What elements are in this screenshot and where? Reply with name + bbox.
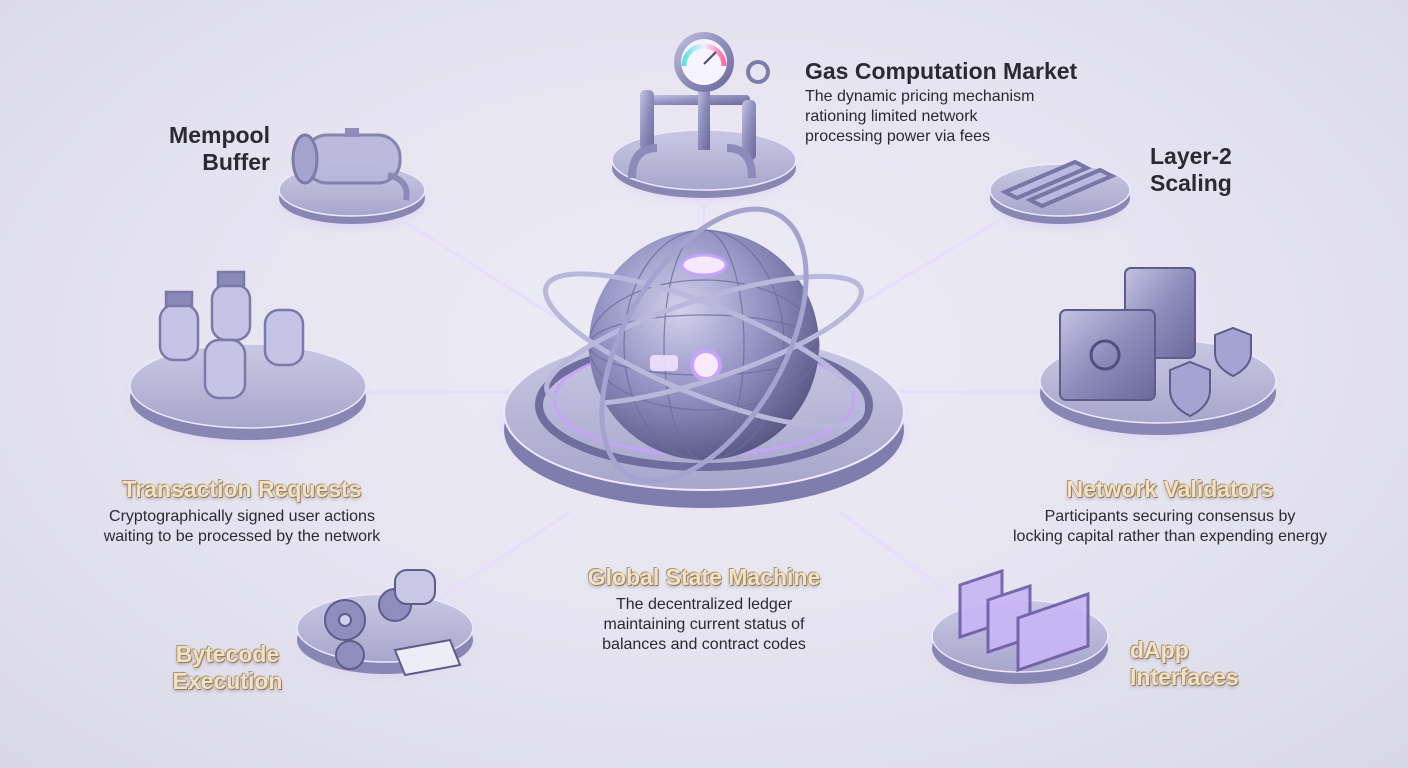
dapp-label: dApp Interfaces	[1130, 637, 1239, 691]
mempool-title-line: Mempool	[169, 122, 270, 148]
validators-label: Network Validators Participants securing…	[990, 476, 1350, 547]
validators-title: Network Validators	[1066, 476, 1274, 502]
gas-description-line: processing power via fees	[805, 128, 990, 145]
gas-label: Gas Computation Market The dynamic prici…	[805, 58, 1077, 147]
connector-layer2	[849, 218, 1001, 312]
layer2-title-line: Layer-2	[1150, 143, 1232, 169]
globe-icon	[588, 229, 820, 461]
dapp-title-line: Interfaces	[1130, 664, 1239, 690]
connector-mempool	[404, 220, 561, 322]
global-state-description: The decentralized ledger maintaining cur…	[554, 595, 854, 655]
transactions-description-line: Cryptographically signed user actions	[109, 508, 375, 525]
bytecode-label: Bytecode Execution	[160, 641, 295, 695]
global-state-description-line: maintaining current status of	[603, 616, 805, 633]
layer2-label: Layer-2 Scaling	[1150, 143, 1232, 197]
gas-description-line: rationing limited network	[805, 108, 978, 125]
bytecode-title-line: Bytecode	[175, 641, 280, 667]
connector-bytecode	[439, 510, 571, 600]
gears-icon	[324, 569, 462, 677]
gauge-icon	[628, 32, 770, 179]
gas-description: The dynamic pricing mechanism rationing …	[805, 87, 1077, 147]
transactions-label: Transaction Requests Cryptographically s…	[62, 476, 422, 547]
mempool-title-line: Buffer	[202, 149, 270, 175]
shield-icon	[1169, 326, 1252, 418]
gas-description-line: The dynamic pricing mechanism	[805, 88, 1035, 105]
orbit-rings	[542, 206, 866, 484]
validators-description-line: Participants securing consensus by	[1044, 508, 1296, 525]
global-state-description-line: balances and contract codes	[602, 636, 806, 653]
dapp-title-line: dApp	[1130, 637, 1189, 663]
transactions-platform	[126, 343, 370, 445]
bytecode-title-line: Execution	[172, 668, 283, 694]
transactions-description-line: waiting to be processed by the network	[103, 528, 381, 545]
global-state-title: Global State Machine	[587, 564, 821, 590]
layer2-title-line: Scaling	[1150, 170, 1232, 196]
validators-description-line: locking capital rather than expending en…	[1013, 528, 1327, 545]
tank-icon	[291, 128, 410, 201]
validators-description: Participants securing consensus by locki…	[990, 507, 1350, 547]
rails-icon	[1000, 159, 1117, 209]
transactions-title: Transaction Requests	[122, 476, 362, 502]
transactions-description: Cryptographically signed user actions wa…	[62, 507, 422, 547]
gas-title: Gas Computation Market	[805, 58, 1078, 84]
vault-icon	[1059, 267, 1196, 401]
connector-dapp	[839, 510, 956, 600]
jars-icon	[158, 270, 305, 400]
mempool-label: Mempool Buffer	[140, 122, 270, 176]
global-state-description-line: The decentralized ledger	[615, 596, 793, 613]
connector-lines	[365, 205, 1045, 600]
global-state-label: Global State Machine The decentralized l…	[554, 564, 854, 655]
screens-icon	[958, 568, 1090, 673]
